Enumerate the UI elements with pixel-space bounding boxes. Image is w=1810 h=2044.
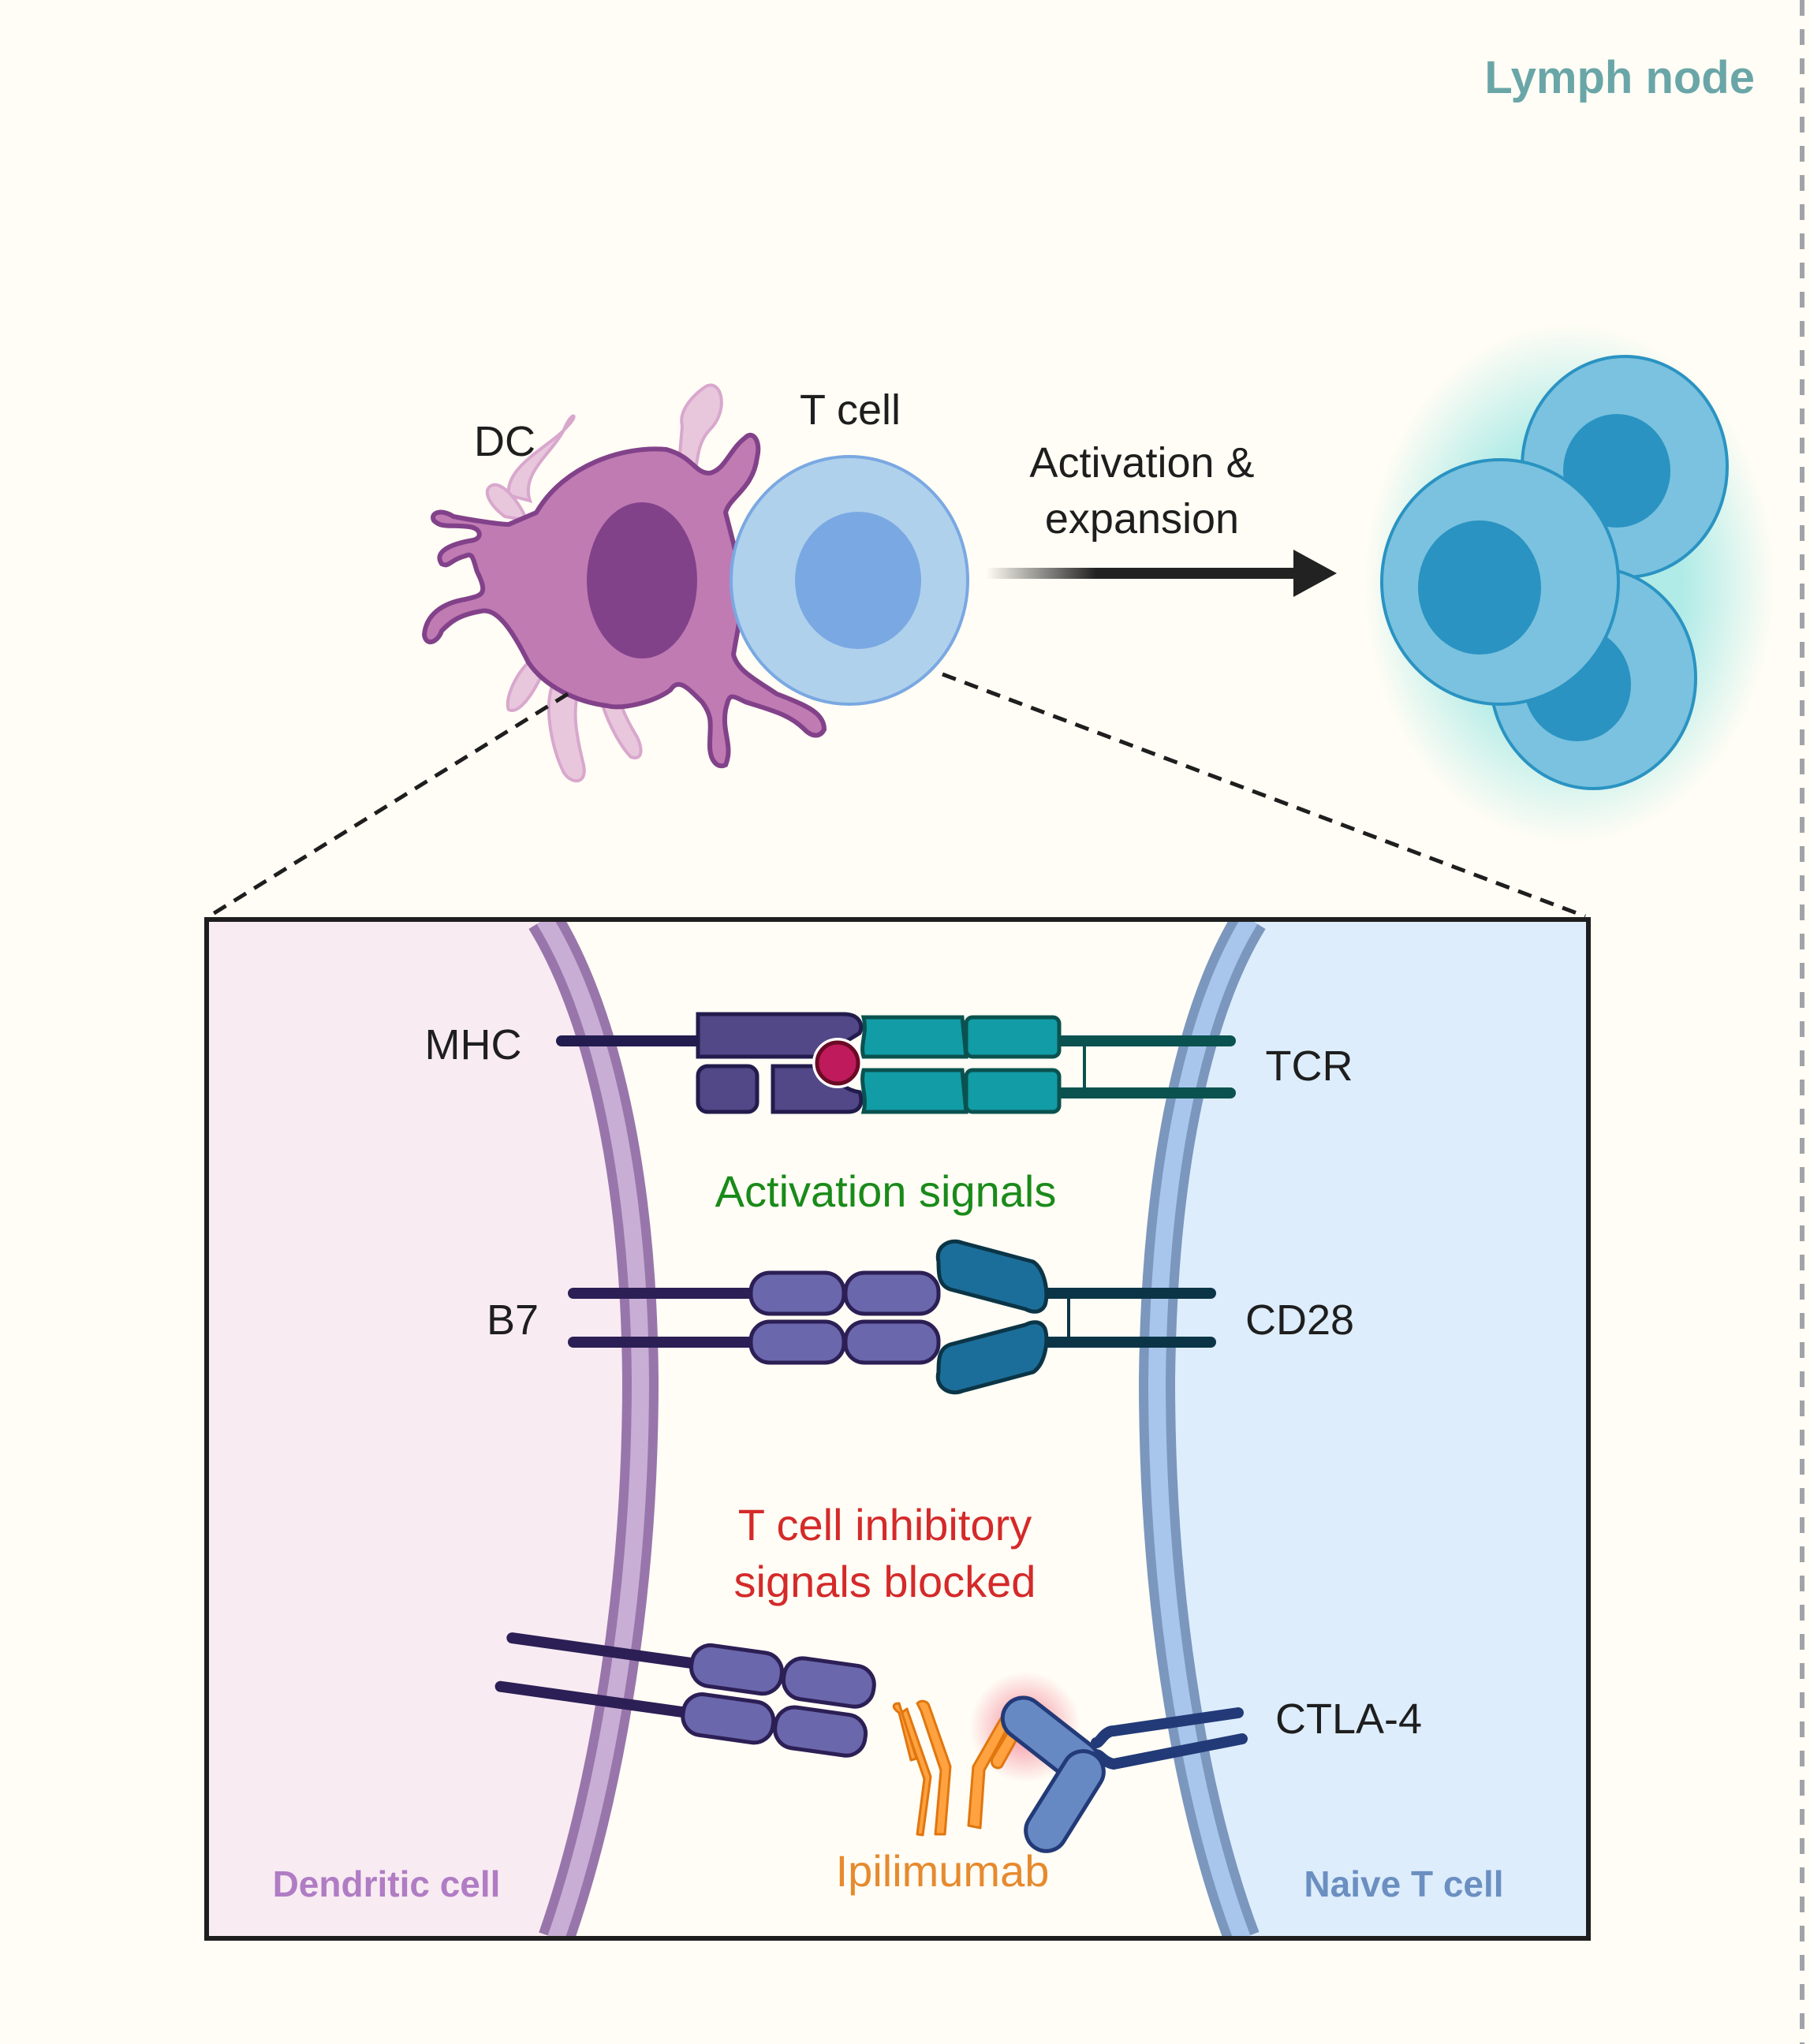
t-cell-icon <box>730 455 969 706</box>
ctla4-label: CTLA-4 <box>1275 1695 1422 1743</box>
dc-label: DC <box>474 418 536 465</box>
arrow-label-line2: expansion <box>1045 495 1239 543</box>
cd28-label: CD28 <box>1245 1296 1354 1344</box>
b7-molecule-icon <box>568 1270 941 1365</box>
activated-t-cells-icon <box>1364 323 1775 844</box>
lymph-node-label: Lymph node <box>1484 52 1755 103</box>
antigen-peptide-icon <box>812 1038 863 1088</box>
activation-signals-text: Activation signals <box>715 1166 1057 1216</box>
ctla4-molecule-icon <box>1000 1695 1248 1853</box>
dendritic-cell-label: Dendritic cell <box>273 1863 501 1904</box>
inhibitory-text-line1: T cell inhibitory <box>738 1500 1032 1550</box>
cd28-molecule-icon <box>935 1239 1216 1395</box>
inhibitory-text-line2: signals blocked <box>734 1557 1036 1606</box>
ipilimumab-label: Ipilimumab <box>836 1846 1050 1896</box>
naive-t-cell-label: Naive T cell <box>1304 1863 1503 1904</box>
b7-unbound-molecule-icon <box>494 1632 876 1758</box>
arrow-label-line1: Activation & <box>1029 439 1254 487</box>
dendritic-cell-icon <box>421 383 827 783</box>
t-cell-label: T cell <box>800 386 901 434</box>
activation-arrow-icon <box>986 550 1337 597</box>
zoom-line-right <box>942 672 1586 919</box>
mhc-label: MHC <box>425 1021 522 1069</box>
tcr-molecule-icon <box>860 1015 1236 1114</box>
b7-label: B7 <box>487 1296 539 1344</box>
tcr-label: TCR <box>1266 1043 1353 1090</box>
